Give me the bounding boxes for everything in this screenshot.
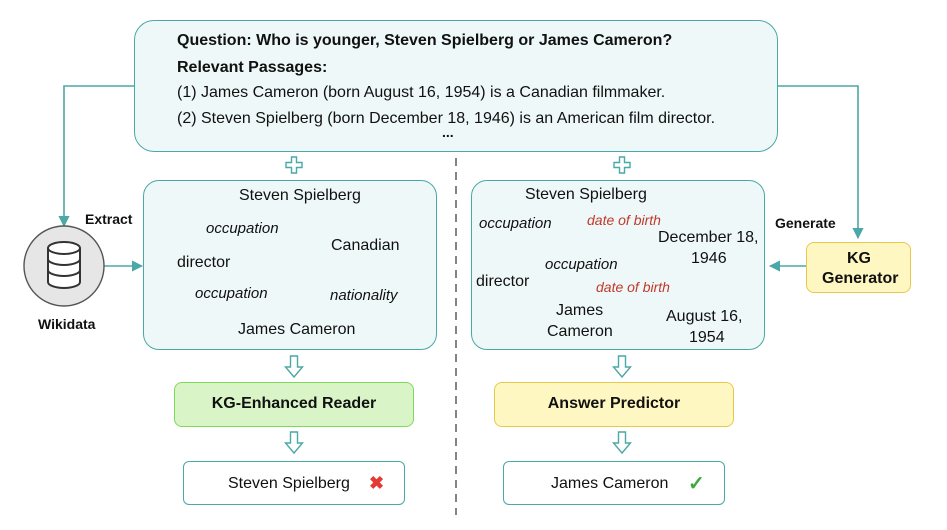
kg-edge-label-occupation-r-2: occupation (545, 256, 618, 273)
answer-predictor-label: Answer Predictor (547, 395, 681, 412)
right-answer-text: James Cameron (551, 475, 669, 492)
wikidata-label: Wikidata (38, 316, 96, 332)
kg-node-label-date-bottom-2: 1954 (689, 329, 725, 346)
cross-icon: ✖ (369, 473, 385, 493)
kg-node-label-canadian: Canadian (331, 237, 400, 254)
kg-node-label-director-r: director (476, 273, 530, 290)
kg-edge-label-occupation-r: occupation (479, 215, 552, 232)
kg-node-label-date-top-2: 1946 (691, 250, 727, 267)
kg-node-label-date-top-1: December 18, (658, 229, 759, 246)
kg-edge-label-nationality: nationality (330, 287, 398, 304)
kg-node-label-cameron-r-2: Cameron (547, 323, 613, 340)
kg-node-label-spielberg-r: Steven Spielberg (525, 186, 647, 203)
kg-node-label-spielberg: Steven Spielberg (239, 187, 361, 204)
extracted-kg-box (143, 180, 437, 350)
answer-predictor-box (494, 382, 734, 427)
hollow-down-arrow-icon (611, 431, 633, 455)
ellipsis: ... (442, 124, 454, 140)
kg-node-label-date-bottom-1: August 16, (666, 308, 743, 325)
kg-edge-label-occupation-2: occupation (195, 285, 268, 302)
passages-heading: Relevant Passages: (177, 59, 328, 76)
hollow-down-arrow-icon (611, 355, 633, 379)
left-answer-box (183, 461, 405, 505)
plus-icon (285, 156, 303, 174)
passage-1: (1) James Cameron (born August 16, 1954)… (177, 84, 666, 101)
kg-node-label-cameron: James Cameron (238, 321, 356, 338)
right-answer-box (503, 461, 725, 505)
passage-2: (2) Steven Spielberg (born December 18, … (177, 110, 716, 127)
kg-generator-box (806, 242, 911, 293)
kg-enhanced-reader-box (174, 382, 414, 427)
database-icon (23, 225, 105, 307)
kg-edge-label-occupation: occupation (206, 220, 279, 237)
kg-edge-label-dob-top: date of birth (587, 212, 661, 228)
hollow-down-arrow-icon (283, 431, 305, 455)
kg-enhanced-reader-label: KG-Enhanced Reader (211, 395, 377, 412)
check-icon: ✓ (688, 473, 705, 495)
left-answer-text: Steven Spielberg (228, 475, 350, 492)
kg-edge-label-dob-bottom: date of birth (596, 279, 670, 295)
generate-label: Generate (775, 215, 836, 231)
question-text: Question: Who is younger, Steven Spielbe… (177, 32, 673, 49)
connector-to-kg-generator (778, 85, 864, 240)
hollow-down-arrow-icon (283, 355, 305, 379)
kg-node-label-cameron-r-1: James (556, 302, 604, 319)
extract-label: Extract (85, 211, 133, 227)
connector-to-wikidata (58, 85, 134, 228)
generated-kg-box (471, 180, 765, 350)
kg-node-label-director: director (177, 254, 231, 271)
plus-icon (613, 156, 631, 174)
question-box (134, 20, 778, 152)
kg-generator-label: KG Generator (822, 250, 899, 287)
